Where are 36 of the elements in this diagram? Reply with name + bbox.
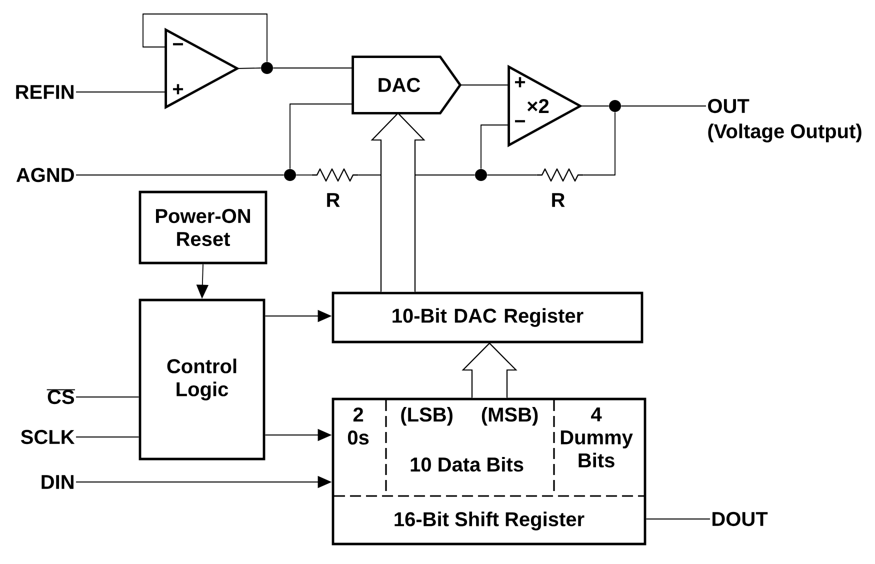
wire	[142, 14, 268, 62]
bus-arrow	[462, 342, 518, 398]
wire	[76, 396, 140, 398]
pin-label: REFIN	[16, 85, 74, 99]
wire	[290, 104, 354, 170]
wire	[646, 518, 710, 520]
wire	[486, 174, 538, 176]
wire	[236, 68, 262, 69]
pin-label: DOUT	[712, 512, 768, 526]
bit-field: (LSB) (MSB) 10 Data Bits	[401, 406, 538, 472]
wire	[76, 436, 140, 438]
pin-label: OUT (Voltage Output)	[708, 98, 862, 142]
wire	[480, 124, 510, 170]
junction-dot	[284, 169, 296, 181]
wire	[296, 174, 312, 176]
bit-field: 4 Dummy Bits	[560, 408, 633, 468]
bit-field: 2 0s	[348, 408, 369, 445]
pin-label: CS	[46, 389, 76, 404]
resistor-symbol	[312, 168, 358, 182]
wire	[76, 174, 284, 176]
pin-label: SCLK	[20, 430, 75, 444]
pin-label: AGND	[16, 168, 74, 182]
wire	[582, 112, 616, 176]
junction-dot	[261, 62, 273, 74]
wire	[460, 84, 510, 86]
junction-dot	[609, 100, 621, 112]
bus-arrow	[370, 112, 426, 292]
pin-label: DIN	[42, 475, 74, 489]
junction-dot	[475, 169, 487, 181]
component-label: R	[552, 193, 565, 207]
process-box: Power-ON Reset	[138, 190, 268, 264]
resistor-symbol	[536, 168, 584, 182]
register-box: 10-Bit DAC Register	[332, 292, 644, 344]
dac-block: DAC	[352, 56, 462, 114]
component-label: R	[327, 193, 340, 207]
process-box: Control Logic	[138, 298, 266, 460]
